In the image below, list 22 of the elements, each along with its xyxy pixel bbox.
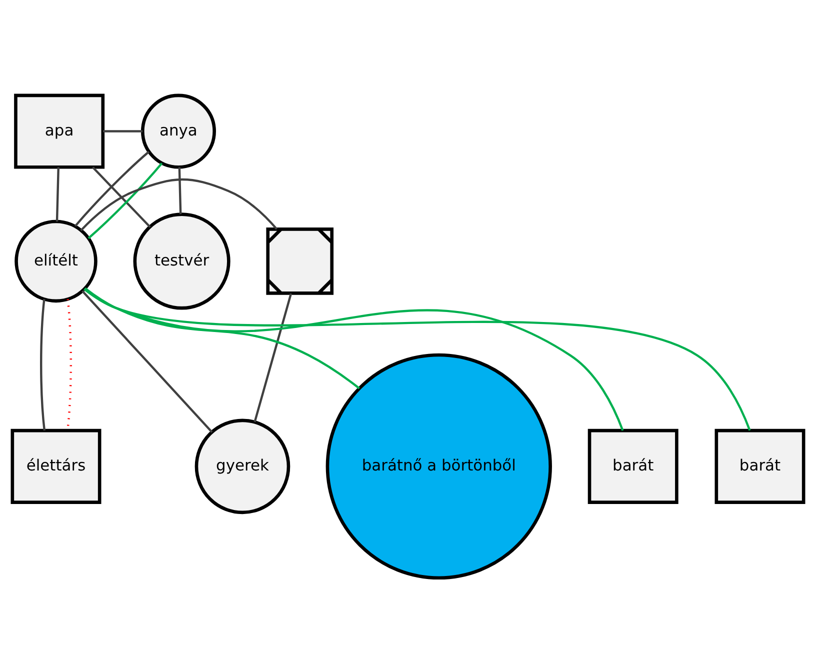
connector (84, 286, 360, 389)
connector (178, 166, 182, 214)
connector (103, 130, 143, 132)
connector (84, 288, 751, 430)
connector (254, 292, 292, 422)
connector (92, 166, 151, 228)
connector (80, 178, 278, 231)
connector (40, 298, 46, 430)
node-circle: anya (140, 93, 216, 168)
node-circle: gyerek (194, 418, 290, 514)
connector (84, 288, 624, 430)
node-box: barát (714, 428, 806, 504)
node-box: apa (14, 93, 105, 168)
node-circle: elítélt (14, 219, 98, 302)
connector (56, 166, 60, 222)
connector (88, 162, 163, 239)
node-box: barát (588, 428, 678, 504)
node-box: élettárs (10, 428, 102, 504)
connector (74, 150, 150, 226)
node-circle: testvér (133, 212, 230, 310)
node-circle: barátnő a börtönből (326, 352, 552, 579)
connector (82, 290, 213, 432)
